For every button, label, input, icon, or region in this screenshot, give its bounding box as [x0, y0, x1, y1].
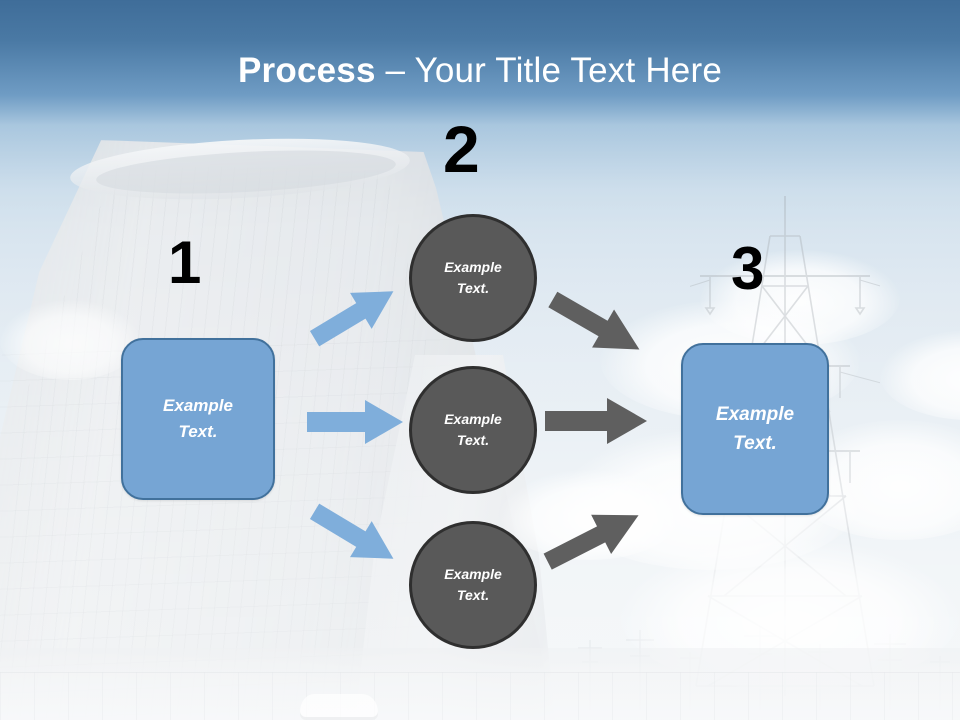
stage-2-circle-2-label-line1: Example: [444, 411, 502, 427]
slide-title-bold: Process: [238, 51, 376, 90]
blue-arrow-down-right: [300, 496, 408, 574]
gray-arrow-down-right: [538, 284, 656, 366]
stage-3-box-label: Example Text.: [716, 400, 794, 458]
stage-2-circle-1-label: Example Text.: [444, 257, 502, 299]
stage-2-circle-3-label-line1: Example: [444, 566, 502, 582]
step-number-1: 1: [168, 229, 201, 296]
gray-arrow-up-right: [534, 498, 654, 578]
stage-3-box-label-line1: Example: [715, 404, 795, 425]
stage-1-box-label-line1: Example: [163, 396, 233, 415]
slide-title: Process – Your Title Text Here: [0, 50, 960, 92]
step-number-3: 3: [731, 235, 764, 302]
stage-2-circle-1-label-line2: Text.: [456, 280, 490, 296]
blue-arrow-right: [307, 400, 403, 444]
stage-2-circle-2-label-line2: Text.: [456, 432, 490, 448]
stage-2-circle-3[interactable]: Example Text.: [409, 521, 537, 649]
blue-arrow-up-right: [300, 280, 408, 350]
stage-2-circle-1-label-line1: Example: [444, 259, 502, 275]
stage-1-box-label: Example Text.: [163, 393, 233, 445]
stage-1-box[interactable]: Example Text.: [121, 338, 275, 500]
stage-2-circle-2-label: Example Text.: [444, 409, 502, 451]
stage-3-box[interactable]: Example Text.: [681, 343, 829, 515]
gray-arrow-right: [545, 398, 647, 444]
stage-2-circle-2[interactable]: Example Text.: [409, 366, 537, 494]
slide-title-rest: – Your Title Text Here: [375, 51, 722, 90]
stage-3-box-label-line2: Text.: [733, 433, 777, 454]
stage-1-box-label-line2: Text.: [178, 422, 218, 441]
stage-2-circle-3-label-line2: Text.: [456, 587, 490, 603]
step-number-2: 2: [443, 112, 480, 186]
stage-2-circle-1[interactable]: Example Text.: [409, 214, 537, 342]
stage-2-circle-3-label: Example Text.: [444, 564, 502, 606]
